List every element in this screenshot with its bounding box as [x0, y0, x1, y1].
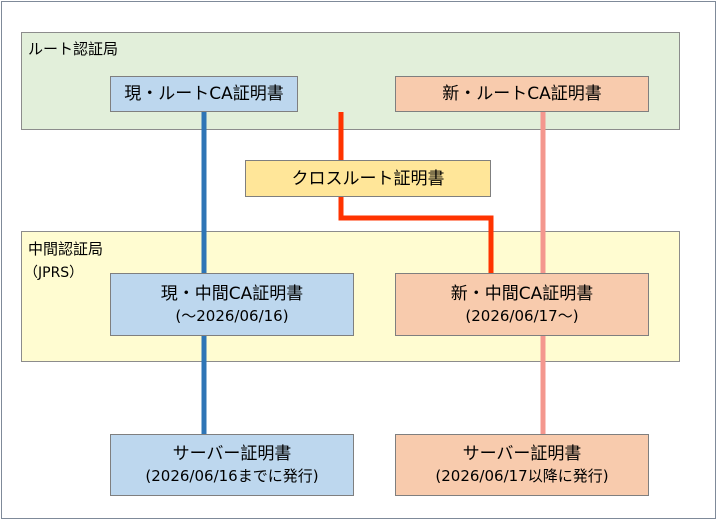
intermediate-ca-region-label: 中間認証局 — [28, 240, 104, 258]
current-intermediate-ca-certificate: 現・中間CA証明書 (～2026/06/16) — [110, 273, 354, 336]
root-ca-region-label: ルート認証局 — [28, 40, 119, 58]
new-intermediate-ca-certificate: 新・中間CA証明書 (2026/06/17～) — [395, 273, 649, 336]
current-root-ca-title: 現・ルートCA証明書 — [124, 84, 284, 104]
current-root-ca-certificate: 現・ルートCA証明書 — [110, 76, 298, 112]
server-certificate-current-period: (2026/06/16までに発行) — [145, 467, 319, 485]
current-intermediate-ca-period: (～2026/06/16) — [175, 306, 289, 325]
new-intermediate-ca-period: (2026/06/17～) — [465, 306, 579, 325]
intermediate-ca-region-sublabel: （JPRS） — [24, 265, 84, 281]
server-certificate-new-period: (2026/06/17以降に発行) — [435, 467, 609, 485]
current-intermediate-ca-title: 現・中間CA証明書 — [160, 283, 304, 304]
server-certificate-current: サーバー証明書 (2026/06/16までに発行) — [110, 434, 354, 496]
server-certificate-current-title: サーバー証明書 — [172, 444, 292, 464]
cross-root-certificate: クロスルート証明書 — [245, 160, 491, 197]
cross-root-title: クロスルート証明書 — [291, 168, 445, 189]
new-root-ca-certificate: 新・ルートCA証明書 — [395, 76, 649, 112]
server-certificate-new: サーバー証明書 (2026/06/17以降に発行) — [395, 434, 649, 496]
new-intermediate-ca-title: 新・中間CA証明書 — [450, 283, 594, 304]
server-certificate-new-title: サーバー証明書 — [462, 444, 582, 464]
new-root-ca-title: 新・ルートCA証明書 — [442, 84, 602, 104]
